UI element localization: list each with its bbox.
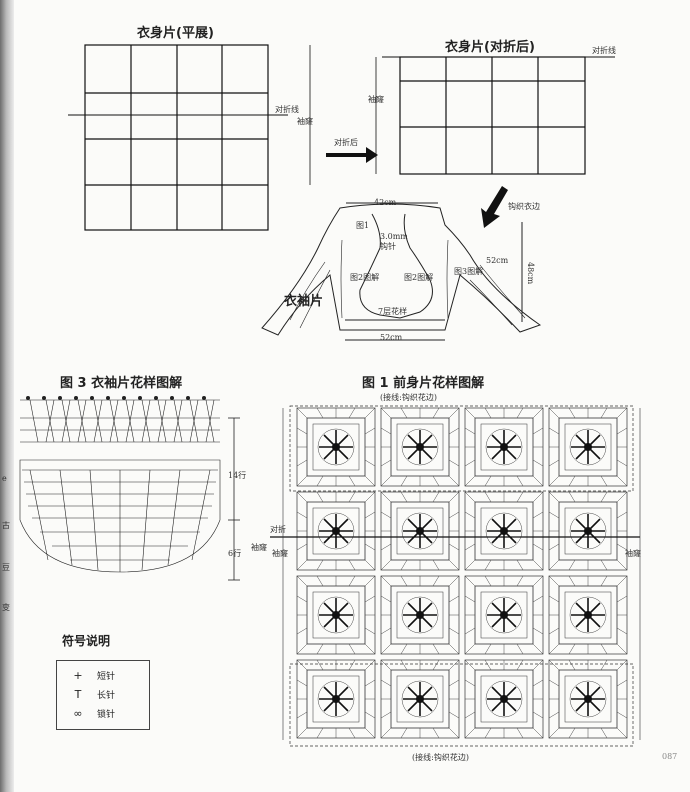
fig3-title: 图 3 衣袖片花样图解 (60, 376, 183, 391)
jacket-bottom-width: 52cm (380, 333, 403, 342)
jacket-sleeve-ref: 图3图解 (454, 267, 484, 276)
legend-item: T 长针 (69, 688, 115, 701)
legend-item: ∞ 锁针 (69, 707, 115, 720)
gutter-char: e (2, 474, 7, 483)
fig3-rows-bottom: 6行 (228, 549, 242, 558)
fig1-sleeve-left: 袖窿 (272, 549, 288, 558)
folded-fold-label: 对折线 (592, 46, 616, 55)
jacket-pattern: 7层花样 (378, 307, 408, 316)
legend-item-label: 短针 (97, 672, 116, 682)
fig1-title: 图 1 前身片花样图解 (362, 376, 485, 391)
gutter-char: 豆 (2, 563, 10, 572)
folded-sleeve-label: 袖窿 (368, 95, 384, 104)
fig1-bottom-note: (接线:钩织花边) (412, 753, 469, 762)
jacket-left-ref: 图2图解 (350, 273, 380, 282)
jacket-height: 48cm (526, 262, 535, 285)
arrow-down-left-icon (481, 186, 508, 228)
legend-item: + 短针 (69, 669, 115, 682)
sleeve-pattern-chart (19, 399, 240, 581)
legend-item-label: 长针 (97, 691, 116, 701)
folded-grid (399, 56, 586, 175)
single-crochet-icon: + (73, 669, 83, 682)
flat-fold-label: 对折线 (275, 105, 299, 114)
chain-stitch-icon: ∞ (73, 707, 83, 720)
body-flat-title: 衣身片(平展) (137, 26, 214, 41)
fig1-fold-label: 对折 (270, 525, 286, 534)
front-bottom-edge (289, 663, 634, 747)
legend-box: + 短针 T 长针 ∞ 锁针 (56, 660, 150, 730)
jacket-hook: 3.0mm 钩针 (380, 232, 408, 251)
double-crochet-icon: T (74, 688, 82, 701)
sleeve-piece-label: 衣袖片 (284, 294, 324, 309)
gutter-char: 古 (2, 521, 10, 530)
legend-title: 符号说明 (62, 634, 111, 648)
body-folded-title: 衣身片(对折后) (445, 40, 535, 55)
fig1-top-note: (接线:钩织花边) (380, 393, 437, 402)
gutter-char: 变 (2, 603, 10, 612)
edge-label: 钩织衣边 (508, 202, 540, 211)
fig3-rows-top: 14行 (228, 471, 247, 480)
fig1-sleeve-right: 袖窿 (625, 549, 641, 558)
jacket-sleeve-length: 52cm (486, 256, 509, 265)
arrow-right-icon (326, 147, 378, 163)
arrow-label: 对折后 (334, 138, 358, 147)
legend-item-label: 锁针 (97, 710, 116, 720)
jacket-folds (289, 239, 526, 329)
sleeve-top-picots (26, 396, 206, 400)
page-number: 087 (662, 752, 678, 761)
fig3-side-label: 袖窿 (251, 543, 267, 552)
flat-grid (84, 44, 269, 231)
book-gutter (0, 0, 14, 792)
flat-sleeve-label: 袖窿 (297, 117, 313, 126)
jacket-fig1-ref: 图1 (356, 221, 370, 230)
jacket-outline (261, 202, 542, 341)
front-motif-grid (296, 407, 628, 739)
jacket-right-ref: 图2图解 (404, 273, 434, 282)
front-top-edge (289, 405, 634, 492)
jacket-top-width: 42cm (374, 198, 397, 207)
